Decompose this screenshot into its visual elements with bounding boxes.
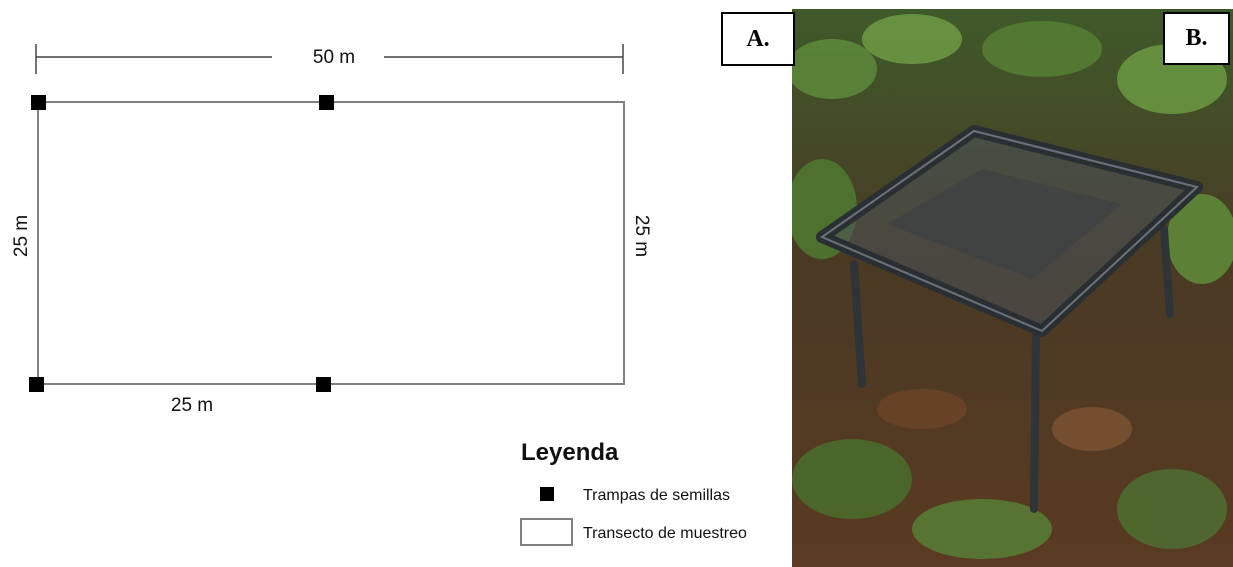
seed-trap-photo-illustration [792,9,1233,567]
seed-trap-photo [792,9,1233,567]
sampling-transect [38,102,624,384]
seed-trap-square-icon [540,487,554,501]
panel-label-b: B. [1163,12,1230,65]
legend-item-transect: Transecto de muestreo [583,525,747,542]
legend-item-seed-traps: Trampas de semillas [583,487,730,504]
transect-rectangle-icon [521,519,572,545]
seed-trap-top-left [31,95,46,110]
seed-trap-bottom-middle [316,377,331,392]
panel-label-a: A. [721,12,795,66]
seed-trap-bottom-left [29,377,44,392]
right-dimension-label: 25 m [631,215,652,257]
bottom-dimension-label: 25 m [171,395,213,416]
top-dimension-label: 50 m [313,47,355,68]
top-dimension: 50 m [36,44,623,74]
left-dimension-label: 25 m [11,215,32,257]
legend-title: Leyenda [521,439,619,466]
seed-trap-top-middle [319,95,334,110]
transect-diagram: 50 m 25 m 25 m 25 m Leyenda Trampas de s… [0,0,790,567]
legend: Leyenda Trampas de semillas Transecto de… [521,439,747,545]
